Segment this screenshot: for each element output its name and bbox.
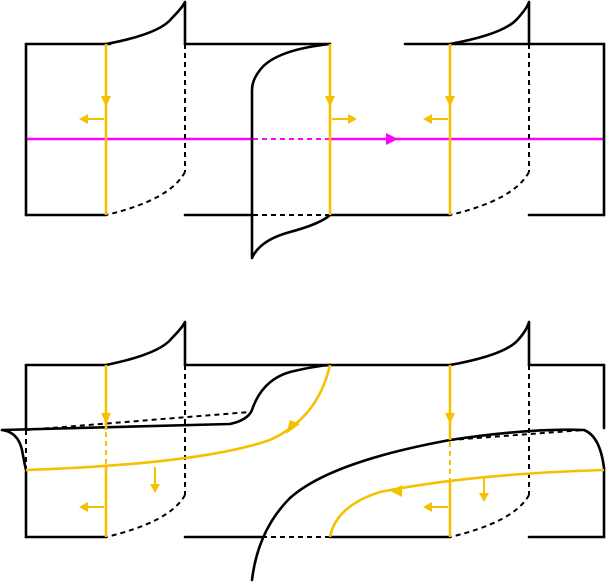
down-arrowhead [150,484,160,493]
top-rectangle [24,42,606,217]
left-sheet [0,363,332,472]
right-sheet [250,428,606,582]
top-fold-3 [448,0,531,216]
yellow-curve-right [328,468,605,538]
left-arrowhead [423,502,432,512]
down-arrowhead [325,96,335,107]
bottom-fold-1 [104,320,187,538]
right-arrowhead [348,114,357,124]
bottom-panel [0,320,606,582]
curve-arrowhead [390,485,402,497]
bottom-fold-3 [448,320,531,538]
top-fold-2 [250,42,332,260]
top-yellow-curves [79,44,455,215]
left-arrowhead [79,114,88,124]
top-panel [24,0,606,260]
magenta-path [26,133,604,145]
left-arrowhead [79,502,88,512]
curve-arrowhead [286,420,300,434]
down-arrowhead [479,493,489,502]
down-arrowhead [101,413,111,424]
yellow-curve-left [25,364,332,472]
bottom-yellow-curves [25,364,605,538]
bottom-rectangle [24,363,606,539]
magenta-arrowhead [386,133,398,145]
down-arrowhead [445,413,455,424]
top-fold-1 [104,0,187,216]
left-arrowhead [423,114,432,124]
down-arrowhead [445,96,455,107]
down-arrowhead [101,96,111,107]
